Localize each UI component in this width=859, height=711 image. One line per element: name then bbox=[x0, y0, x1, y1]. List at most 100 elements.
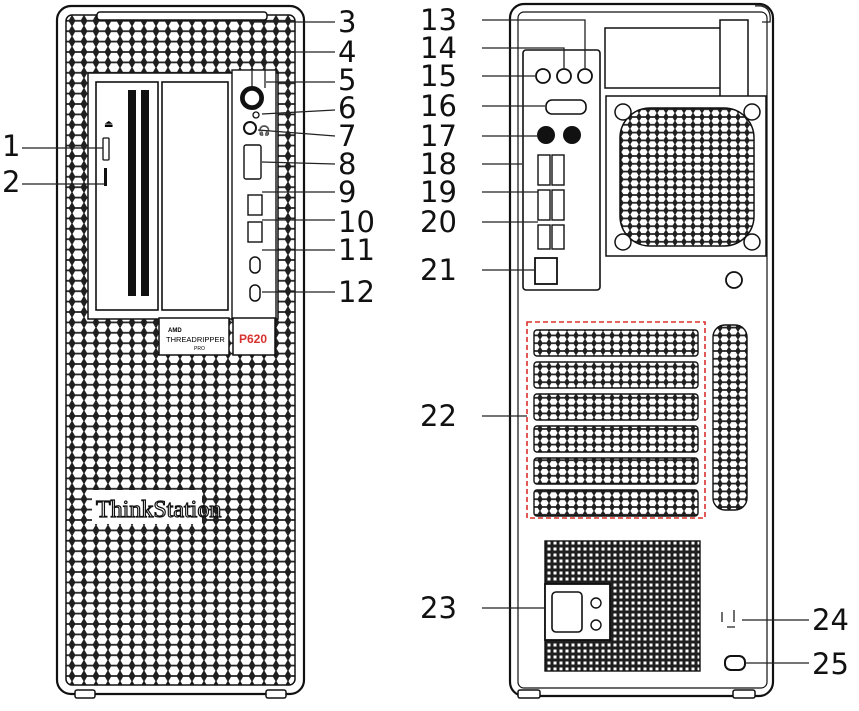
callout-22: 22 bbox=[420, 399, 457, 433]
leader-4 bbox=[264, 51, 335, 88]
fan-screw-tr bbox=[743, 103, 761, 121]
callout-12: 12 bbox=[338, 275, 375, 309]
audio-line-out[interactable] bbox=[556, 68, 572, 84]
leader-14 bbox=[482, 47, 565, 68]
callout-25: 25 bbox=[812, 647, 849, 681]
security-lock-slot[interactable] bbox=[724, 655, 746, 671]
leader-6 bbox=[261, 109, 336, 115]
card-reader-slot[interactable] bbox=[243, 144, 262, 180]
fan-grille bbox=[619, 107, 755, 247]
psu-screw-bottom bbox=[590, 619, 602, 631]
callout-7: 7 bbox=[338, 119, 356, 153]
callout-9: 9 bbox=[338, 175, 356, 209]
rear-usb-a-4[interactable] bbox=[551, 189, 565, 221]
ps2-keyboard-connector[interactable] bbox=[537, 126, 555, 144]
callout-17: 17 bbox=[420, 119, 457, 153]
rear-usb-a-3[interactable] bbox=[537, 189, 551, 221]
flex-bay bbox=[161, 81, 229, 311]
callout-6: 6 bbox=[338, 91, 356, 125]
brand-logo-text: ThinkStation bbox=[96, 497, 221, 523]
front-top-handle bbox=[96, 11, 268, 21]
leader-13 bbox=[482, 19, 586, 68]
rear-foot-left bbox=[517, 689, 541, 699]
rear-usb-a-1[interactable] bbox=[537, 154, 551, 186]
front-usb-c-2[interactable] bbox=[249, 284, 261, 302]
fan-screw-bl bbox=[614, 233, 632, 251]
optical-eject-button[interactable] bbox=[102, 137, 110, 161]
cpu-badge-top-text: AMD bbox=[168, 328, 182, 334]
ethernet-connector[interactable] bbox=[534, 257, 558, 285]
fan-screw-br bbox=[743, 233, 761, 251]
optical-emergency-eject-hole bbox=[104, 168, 107, 186]
callout-1: 1 bbox=[2, 129, 20, 163]
rear-usb-a-2[interactable] bbox=[551, 154, 565, 186]
rear-handle-tab bbox=[754, 5, 771, 23]
pcie-slot-2 bbox=[533, 361, 699, 389]
pcie-slots-highlight bbox=[526, 321, 706, 519]
cpu-badge bbox=[158, 317, 230, 356]
rear-top-panel bbox=[604, 27, 726, 89]
callout-8: 8 bbox=[338, 147, 356, 181]
audio-line-in[interactable] bbox=[535, 68, 551, 84]
callout-13: 13 bbox=[420, 3, 457, 37]
callout-5: 5 bbox=[338, 63, 356, 97]
callout-20: 20 bbox=[420, 205, 457, 239]
leader-7 bbox=[257, 129, 336, 137]
callouts: 1 2 3 4 5 6 7 8 9 10 11 12 13 14 15 16 1… bbox=[2, 3, 849, 681]
cpu-badge-bottom-text: PRO bbox=[194, 346, 205, 352]
microphone-connector[interactable] bbox=[577, 68, 593, 84]
brand-backdrop bbox=[92, 490, 202, 524]
pcie-slot-3 bbox=[533, 393, 699, 421]
callout-15: 15 bbox=[420, 59, 457, 93]
rear-usb-a-6[interactable] bbox=[551, 224, 565, 250]
front-usb-a-1[interactable] bbox=[247, 194, 263, 216]
drive-activity-indicator bbox=[252, 111, 260, 119]
leader-8 bbox=[261, 161, 336, 165]
rear-top-bracket bbox=[719, 19, 749, 103]
power-socket bbox=[551, 591, 583, 633]
rear-usb-a-5[interactable] bbox=[537, 224, 551, 250]
side-vent bbox=[712, 324, 748, 511]
rear-view bbox=[508, 2, 775, 699]
power-icon bbox=[243, 89, 261, 107]
cpu-badge-mid-text: THREADRIPPER bbox=[166, 335, 225, 344]
callout-19: 19 bbox=[420, 175, 457, 209]
pcie-slot-5 bbox=[533, 457, 699, 485]
model-badge-text: P620 bbox=[239, 332, 267, 346]
fan-screw-tl bbox=[614, 103, 632, 121]
callout-10: 10 bbox=[338, 205, 375, 239]
callout-11: 11 bbox=[338, 233, 375, 267]
callout-23: 23 bbox=[420, 591, 457, 625]
callout-4: 4 bbox=[338, 35, 356, 69]
pcie-slot-6 bbox=[533, 489, 699, 517]
optical-drive-slot-2 bbox=[141, 90, 149, 296]
front-view: ⏏ 🎧 AMD THREADRIPPER PRO P620 ThinkStati… bbox=[55, 4, 306, 699]
pcie-slots bbox=[526, 321, 706, 519]
callout-21: 21 bbox=[420, 253, 457, 287]
callout-24: 24 bbox=[812, 603, 849, 637]
front-foot-right bbox=[265, 689, 287, 699]
psu-screw-top bbox=[590, 597, 602, 609]
headset-connector[interactable] bbox=[243, 121, 257, 135]
pcie-slot-1 bbox=[533, 329, 699, 357]
callout-3: 3 bbox=[338, 5, 356, 39]
serial-connector[interactable] bbox=[545, 99, 587, 115]
pcie-slot-4 bbox=[533, 425, 699, 453]
callout-18: 18 bbox=[420, 147, 457, 181]
leader-3 bbox=[251, 21, 335, 86]
ps2-mouse-connector[interactable] bbox=[563, 126, 581, 144]
front-usb-a-2[interactable] bbox=[247, 221, 263, 243]
eject-icon: ⏏ bbox=[104, 119, 113, 130]
front-foot-left bbox=[74, 689, 96, 699]
rear-foot-right bbox=[732, 689, 756, 699]
optical-drive-slot-1 bbox=[128, 90, 136, 296]
model-badge bbox=[232, 317, 276, 356]
callout-2: 2 bbox=[2, 165, 20, 199]
callout-14: 14 bbox=[420, 31, 457, 65]
padlock-loop bbox=[721, 610, 735, 628]
front-usb-c-1[interactable] bbox=[249, 256, 261, 274]
callout-16: 16 bbox=[420, 89, 457, 123]
thumbscrew bbox=[725, 271, 743, 289]
